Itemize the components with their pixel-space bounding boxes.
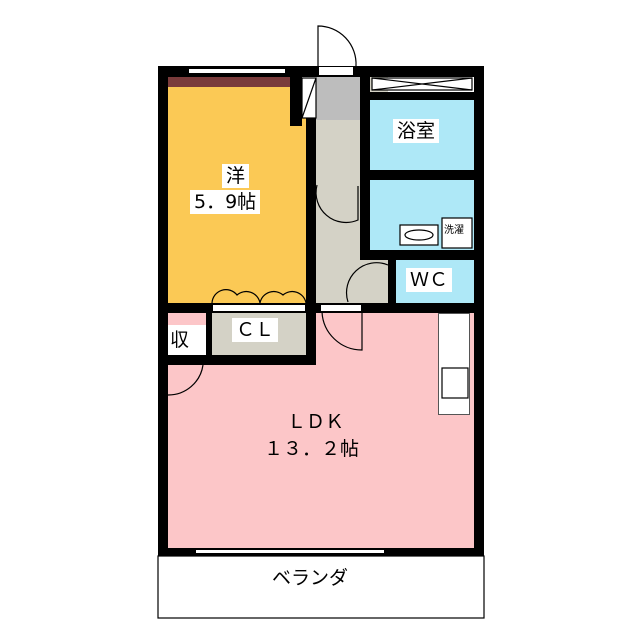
front-door-opening[interactable]	[318, 66, 354, 76]
window-western	[188, 68, 286, 74]
ldk-size: １３．２帖	[260, 437, 364, 461]
wall-bath-bottom	[360, 170, 484, 180]
shoe-box-diagonal	[301, 77, 317, 119]
closet-shelf	[168, 77, 290, 87]
window-ldk	[195, 549, 385, 554]
wall-closet-bottom	[158, 355, 316, 365]
wall-wc-left	[388, 250, 396, 310]
balcony-label: ベランダ	[272, 567, 349, 589]
western-room-name: 洋	[222, 164, 250, 188]
closet-label: ＣＬ	[232, 318, 279, 342]
balcony-outline	[157, 555, 485, 619]
front-door-swing	[317, 25, 357, 67]
western-room-size: 5．9帖	[190, 190, 261, 214]
wash-door-swing	[315, 184, 359, 224]
wall-wash-bottom	[360, 250, 484, 260]
closet-door-swings	[211, 289, 307, 304]
wall-notch	[290, 66, 302, 126]
ldk-door-swing	[321, 311, 363, 351]
bath-label: 浴室	[393, 119, 440, 143]
sink	[441, 367, 469, 399]
storage-label: 収	[168, 328, 192, 352]
wc-door-swing	[345, 262, 389, 303]
wall-storage	[360, 92, 484, 100]
ldk-door-opening[interactable]	[320, 304, 362, 312]
closet-doors[interactable]	[212, 304, 306, 312]
wall-closet-left	[206, 313, 212, 359]
washer-label: 洗濯	[443, 224, 465, 238]
entrance-floor	[316, 76, 360, 120]
storage-x	[371, 77, 473, 91]
ldk-name: ＬＤＫ	[283, 410, 349, 434]
wall-bath-left	[360, 66, 370, 258]
wall-western-right	[306, 118, 316, 365]
basin-bowl	[404, 229, 434, 241]
washbasin	[399, 224, 439, 246]
storage-door-swing	[167, 364, 204, 396]
wc-label: ＷＣ	[406, 268, 453, 292]
